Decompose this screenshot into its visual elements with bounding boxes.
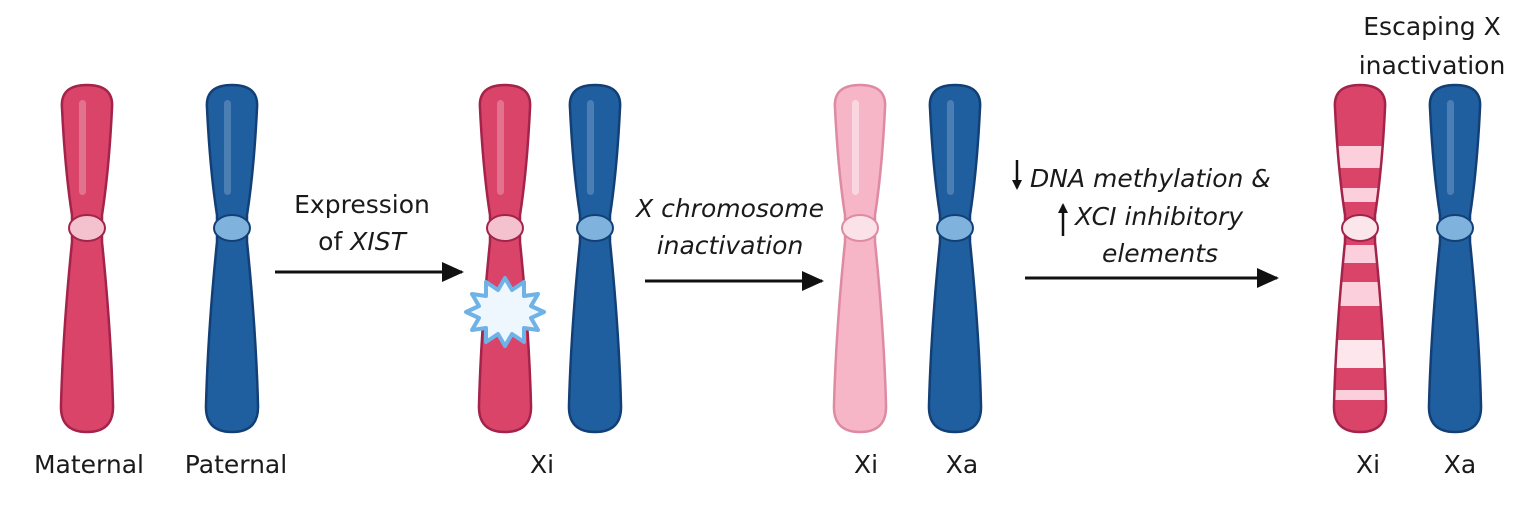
label-paternal: Paternal [185, 450, 287, 479]
centromere [486, 214, 524, 242]
xa-chromosome-stage3 [927, 83, 983, 434]
step2-line1: X chromosome [634, 194, 824, 223]
centromere [841, 214, 879, 242]
label-xi-stage2: Xi [530, 450, 554, 479]
step3-line1: DNA methylation & [1030, 164, 1271, 193]
label-xa-stage4: Xa [1444, 450, 1476, 479]
escape-title-line1: Escaping X [1363, 12, 1501, 41]
centromere [1341, 214, 1379, 242]
step1-line1: Expression [294, 190, 430, 219]
step2-line2: inactivation [657, 231, 804, 260]
xist-burst-icon [464, 276, 546, 348]
xi-chromosome-escaping [1332, 83, 1388, 434]
centromere [68, 214, 106, 242]
xa-chromosome-stage4 [1427, 83, 1483, 434]
step3-line2: XCI inhibitory [1073, 202, 1244, 231]
paternal-chromosome [204, 83, 260, 434]
escape-title-line2: inactivation [1359, 51, 1506, 80]
xi-chromosome-inactive [832, 83, 888, 434]
centromere [1436, 214, 1474, 242]
maternal-chromosome [59, 83, 115, 434]
label-xa-stage3: Xa [946, 450, 978, 479]
label-maternal: Maternal [34, 450, 144, 479]
label-xi-stage4: Xi [1356, 450, 1380, 479]
centromere [936, 214, 974, 242]
paternal-chromosome-2 [567, 83, 623, 434]
step3-line3: elements [1102, 239, 1218, 268]
centromere [576, 214, 614, 242]
centromere [213, 214, 251, 242]
label-xi-stage3: Xi [854, 450, 878, 479]
xi-chromosome-xist [477, 83, 533, 434]
step1-line2: of XIST [318, 227, 407, 256]
